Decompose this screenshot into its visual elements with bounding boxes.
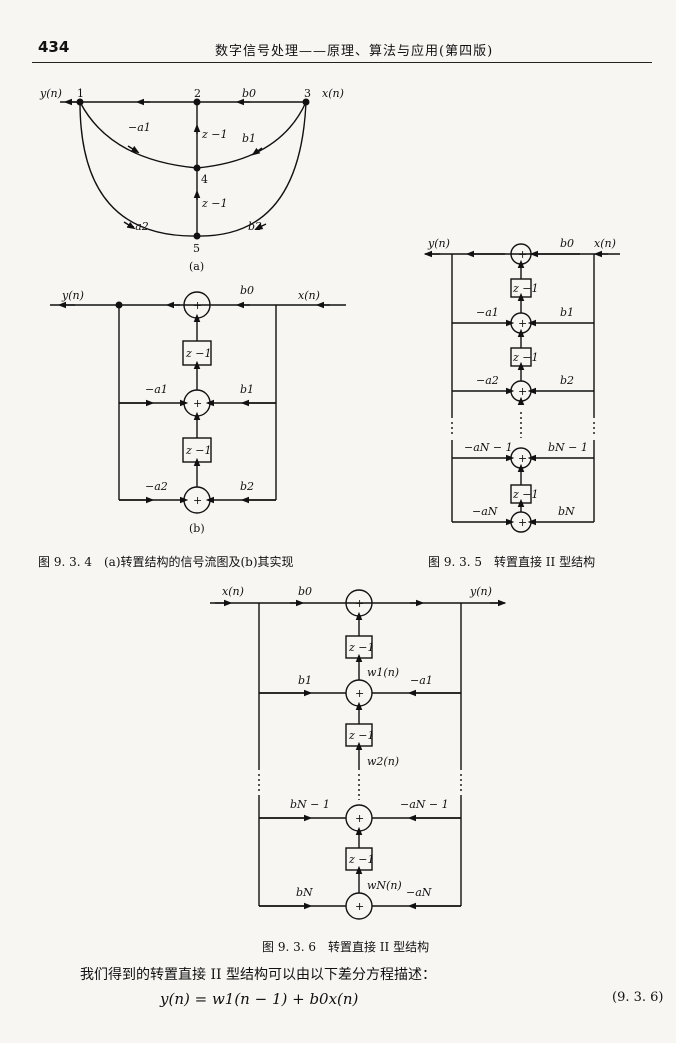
fb-a2-label: −a2 — [145, 480, 168, 493]
f936-w1-label: w1(n) — [367, 666, 399, 679]
figure-935-labels: y(n) x(n) b0 + + + + + z −1 z −1 z −1 −a… — [427, 237, 616, 529]
body-paragraph: 我们得到的转置直接 II 型结构可以由以下差分方程描述： — [80, 967, 436, 983]
fa-node-2: 2 — [194, 87, 201, 100]
f936-bN-label: bN — [296, 886, 313, 899]
fb-plus-2: + — [193, 494, 202, 507]
fa-b1-label: b1 — [242, 132, 256, 145]
f936-plus-3: + — [355, 900, 364, 913]
f935-b0-label: b0 — [560, 237, 574, 250]
f935-aN1-label: −aN − 1 — [464, 441, 513, 454]
f936-plus-0: + — [355, 597, 364, 610]
fa-x-label: x(n) — [322, 87, 344, 100]
equation-number: (9. 3. 6) — [612, 990, 664, 1005]
fb-z-2: z −1 — [185, 444, 212, 457]
f935-plus-3: + — [518, 452, 527, 465]
fa-a1-label: −a1 — [128, 121, 151, 134]
f935-y-label: y(n) — [427, 237, 450, 250]
fa-node-1: 1 — [77, 87, 84, 100]
page-number: 434 — [38, 38, 70, 56]
f936-z-3: z −1 — [348, 853, 375, 866]
figure-b-labels: y(n) x(n) b0 + + + z −1 z −1 −a1 b1 −a2 … — [61, 284, 320, 535]
f936-y-label: y(n) — [469, 585, 492, 598]
figure-b-realization — [50, 291, 346, 514]
f935-aN-label: −aN — [472, 505, 498, 518]
f935-z-2: z −1 — [512, 351, 539, 364]
fb-b0-label: b0 — [240, 284, 254, 297]
caption-fig-936: 图 9. 3. 6 转置直接 II 型结构 — [262, 940, 430, 954]
figure-936-labels: x(n) y(n) b0 + + + + z −1 z −1 z −1 w1(n… — [222, 585, 492, 913]
f936-plus-2: + — [355, 812, 364, 825]
fb-sublabel: (b) — [189, 522, 205, 535]
fb-b1-label: b1 — [240, 383, 254, 396]
fb-plus-1: + — [193, 397, 202, 410]
fa-a2-label: −a2 — [126, 220, 149, 233]
fb-x-label: x(n) — [298, 289, 320, 302]
f936-aN1-label: −aN − 1 — [400, 798, 449, 811]
f935-b1-label: b1 — [560, 306, 574, 319]
figure-936-diagram — [210, 589, 507, 920]
difference-equation: y(n) = w1(n − 1) + b0x(n) — [160, 990, 359, 1008]
fa-b0-label: b0 — [242, 87, 256, 100]
f935-plus-0: + — [518, 248, 527, 261]
f935-a1-label: −a1 — [476, 306, 499, 319]
f935-a2-label: −a2 — [476, 374, 499, 387]
f935-b2-label: b2 — [560, 374, 574, 387]
fa-node-3: 3 — [304, 87, 311, 100]
f936-z-1: z −1 — [348, 641, 375, 654]
f936-a1-label: −a1 — [410, 674, 433, 687]
fa-node-4: 4 — [201, 173, 208, 186]
figure-935-diagram — [423, 243, 620, 533]
fb-z-1: z −1 — [185, 347, 212, 360]
f936-z-2: z −1 — [348, 729, 375, 742]
fa-node-5: 5 — [193, 242, 200, 255]
f936-bN1-label: bN − 1 — [290, 798, 330, 811]
fb-y-label: y(n) — [61, 289, 84, 302]
fa-sublabel: (a) — [189, 260, 204, 273]
fb-a1-label: −a1 — [145, 383, 168, 396]
fa-y-label: y(n) — [39, 87, 62, 100]
f936-wN-label: wN(n) — [367, 879, 402, 892]
f935-z-1: z −1 — [512, 282, 539, 295]
f935-bN-label: bN — [558, 505, 575, 518]
f936-b0-label: b0 — [298, 585, 312, 598]
f935-z-3: z −1 — [512, 488, 539, 501]
f935-plus-2: + — [518, 385, 527, 398]
running-header-title: 数字信号处理——原理、算法与应用(第四版) — [215, 44, 494, 59]
f935-plus-1: + — [518, 317, 527, 330]
fa-b2-label: b2 — [248, 220, 262, 233]
f936-plus-1: + — [355, 687, 364, 700]
f936-x-label: x(n) — [222, 585, 244, 598]
header-rule — [32, 62, 652, 63]
fa-z1-label: z −1 — [201, 128, 228, 141]
f935-plus-4: + — [518, 516, 527, 529]
f936-w2-label: w2(n) — [367, 755, 399, 768]
figure-a-flow-graph — [60, 98, 310, 240]
caption-fig-935: 图 9. 3. 5 转置直接 II 型结构 — [428, 555, 596, 569]
f936-aN-label: −aN — [406, 886, 432, 899]
f935-x-label: x(n) — [594, 237, 616, 250]
fa-z2-label: z −1 — [201, 197, 228, 210]
f935-bN1-label: bN − 1 — [548, 441, 588, 454]
caption-fig-934: 图 9. 3. 4 (a)转置结构的信号流图及(b)其实现 — [38, 555, 294, 569]
f936-b1-label: b1 — [298, 674, 312, 687]
fb-b2-label: b2 — [240, 480, 254, 493]
fb-plus-0: + — [193, 299, 202, 312]
figure-a-labels: y(n) 1 2 3 x(n) b0 4 5 z −1 z −1 −a1 b1 … — [39, 87, 344, 273]
